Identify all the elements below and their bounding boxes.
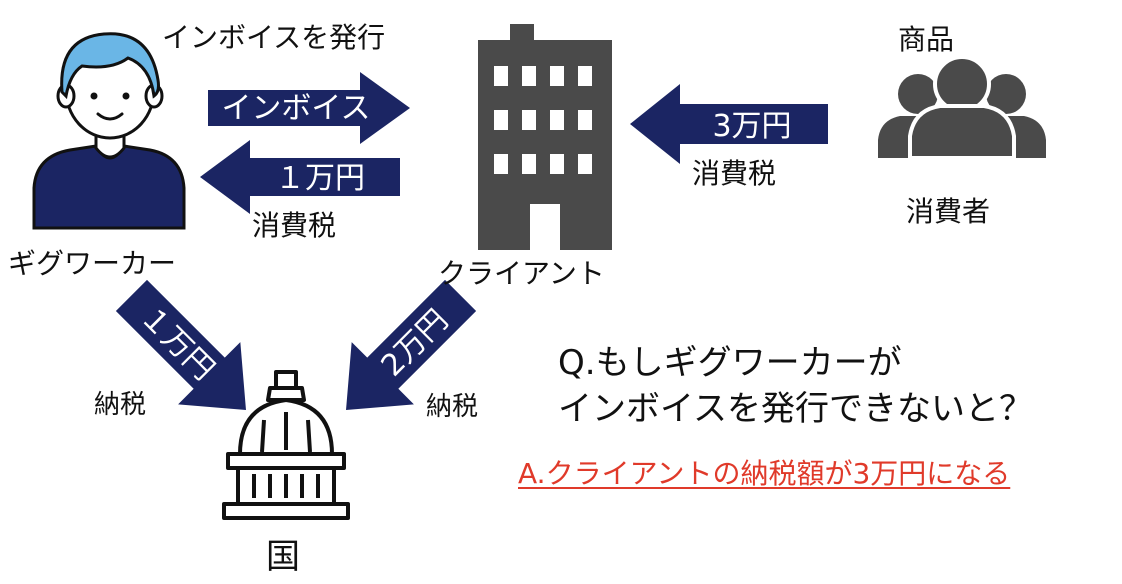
consumption-tax-left-label: 消費税 [252, 209, 337, 242]
consumers-group-icon [878, 55, 1046, 160]
client-label: クライアント [438, 257, 605, 290]
office-building-icon [478, 24, 612, 250]
consumer-label: 消費者 [906, 195, 991, 228]
capitol-dome-icon [222, 370, 350, 520]
invoice-arrow-label: インボイス [221, 91, 370, 126]
question-line-1: Q.もしギグワーカーが [558, 343, 902, 383]
three-man-yen-arrow: 3万円 [630, 84, 828, 164]
one-man-yen-arrow: １万円 [200, 140, 400, 214]
product-label: 商品 [898, 23, 955, 56]
country-label: 国 [266, 537, 300, 577]
invoice-arrow: インボイス [208, 72, 410, 144]
answer-text: A.クライアントの納税額が3万円になる [518, 457, 1011, 490]
gig-worker-label: ギグワーカー [8, 247, 177, 280]
consumption-tax-right-label: 消費税 [692, 157, 777, 190]
tax-payment-right-label: 納税 [426, 392, 479, 422]
one-man-yen-arrow-label: １万円 [275, 161, 365, 196]
gig-worker-person-icon [32, 32, 186, 230]
tax-payment-left-label: 納税 [94, 390, 147, 420]
three-man-yen-arrow-label: 3万円 [712, 109, 791, 144]
issue-invoice-label: インボイスを発行 [162, 21, 386, 54]
question-line-2: インボイスを発行できないと？ [558, 389, 1033, 429]
